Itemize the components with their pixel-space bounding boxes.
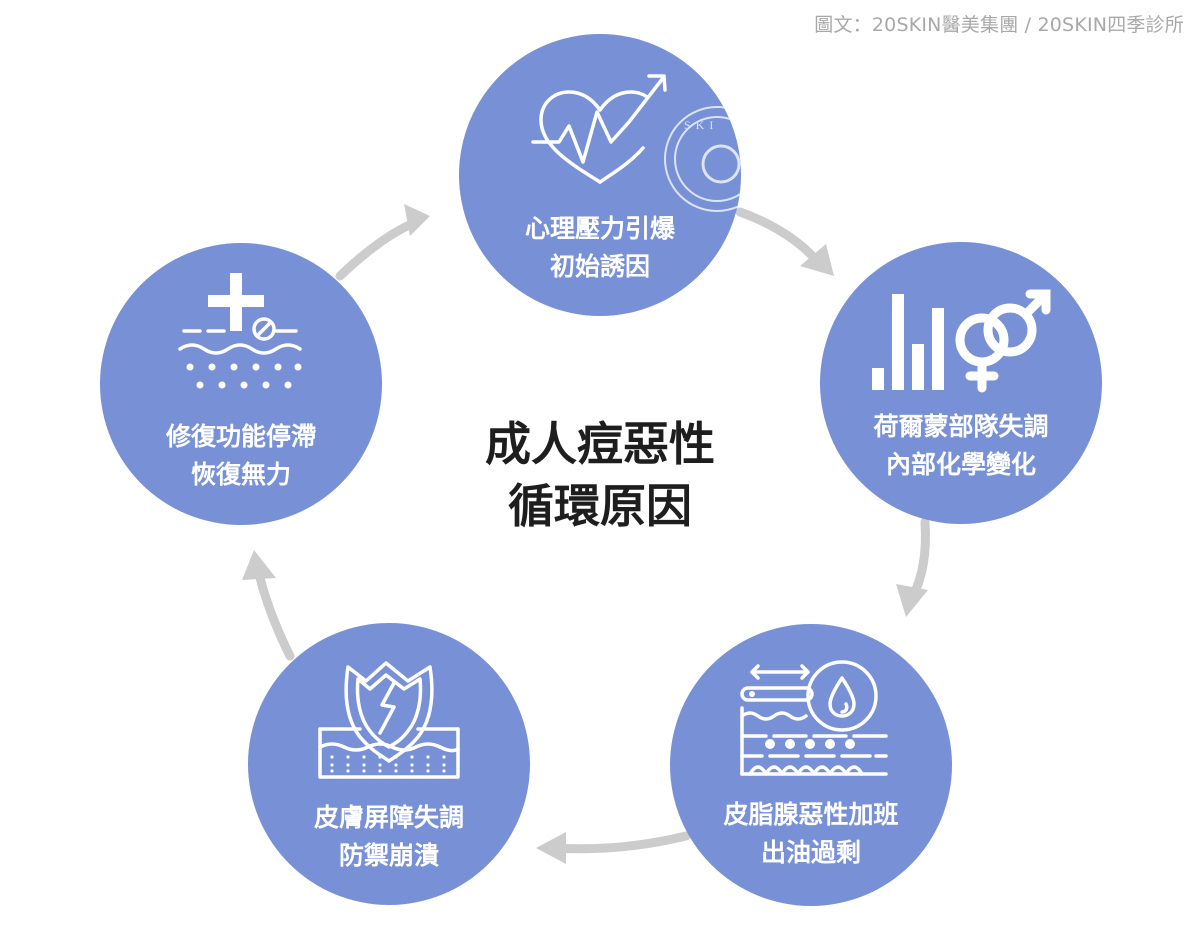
hormone-gender-icon [872, 289, 1051, 393]
arrowhead-bottomleft-to-left [242, 550, 276, 580]
node-subtitle: 恢復無力 [190, 460, 291, 489]
cycle-node-stress: SKI 心理壓力引爆 初始誘因 [459, 34, 741, 316]
cycle-node-sebum: 皮脂腺惡性加班 出油過剩 [670, 624, 952, 906]
cycle-node-barrier: 皮膚屏障失調 防禦崩潰 [248, 623, 530, 905]
center-title: 成人痘惡性 循環原因 [420, 413, 780, 537]
arrow-bottomright-to-bottomleft [548, 831, 691, 854]
cycle-node-hormone: 荷爾蒙部隊失調 內部化學變化 [820, 242, 1102, 524]
center-title-line2: 循環原因 [508, 479, 692, 533]
arrowhead-right-to-bottomright [896, 584, 928, 617]
cycle-node-repair: 修復功能停滯 恢復無力 [100, 243, 382, 525]
heart-pulse-icon: SKI [531, 74, 741, 212]
center-title-line1: 成人痘惡性 [485, 417, 715, 471]
arrowhead-bottomright-to-bottomleft [536, 832, 566, 864]
node-title: 皮脂腺惡性加班 [723, 800, 899, 829]
arrowhead-left-to-top [404, 204, 430, 236]
broken-shield-skin-icon [318, 661, 460, 779]
oil-drop-skin-icon [740, 660, 888, 776]
node-subtitle: 防禦崩潰 [338, 841, 439, 870]
arrow-top-to-right [735, 207, 823, 267]
node-subtitle: 內部化學變化 [885, 450, 1036, 479]
node-title: 修復功能停滯 [165, 422, 316, 451]
watermark-text: SKI [684, 118, 718, 132]
repair-cross-icon [178, 273, 302, 389]
node-subtitle: 出油過剩 [760, 838, 861, 867]
node-subtitle: 初始誘因 [549, 252, 650, 281]
node-title: 心理壓力引爆 [524, 214, 675, 243]
image-credit: 圖文：20SKIN醫美集團 / 20SKIN四季診所 [814, 14, 1184, 36]
arrowhead-top-to-right [800, 244, 834, 276]
node-title: 皮膚屏障失調 [313, 803, 464, 832]
node-title: 荷爾蒙部隊失調 [873, 412, 1049, 441]
arrow-right-to-bottomright [907, 517, 930, 603]
